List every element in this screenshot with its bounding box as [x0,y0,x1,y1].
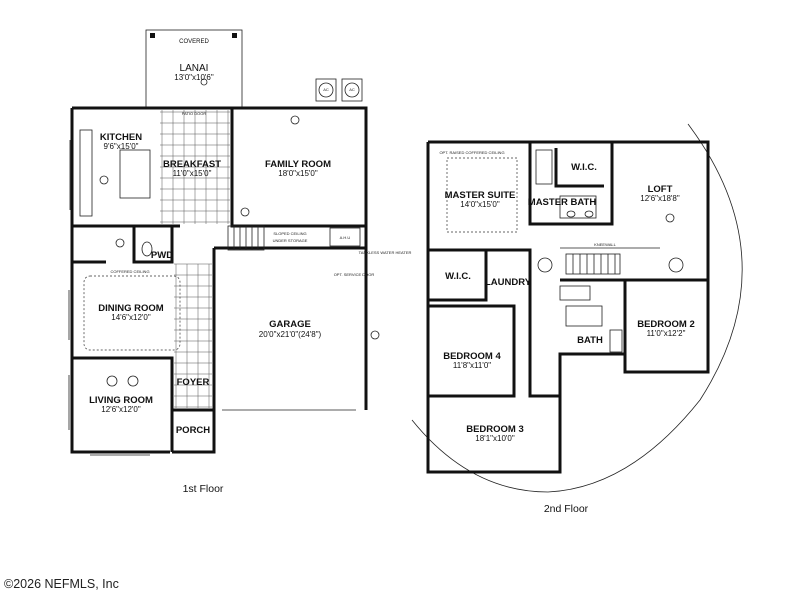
family-light-icon [290,115,300,125]
ac-unit-2-label: AC [349,87,355,92]
family-room-dims: 18'0"x15'0" [278,169,318,178]
master-wic-wall [554,148,604,188]
hall-wall [528,300,560,398]
kitchen-label: KITCHEN [100,132,142,143]
ac-unit-1-label: AC [323,87,329,92]
exterior-wall-left [70,108,170,454]
loft-fan-icon [537,257,553,273]
wic-label: W.I.C. [445,271,471,282]
kitchen-island [119,149,151,199]
laundry-label: LAUNDRY [485,277,532,288]
master-bath-label: MASTER BATH [528,197,597,208]
living-room-dims: 12'6"x12'0" [101,405,141,414]
lanai-label-line2: LANAI [180,63,209,74]
bedroom4-label: BEDROOM 4 [443,351,501,362]
pwd-light-icon [115,238,125,248]
ahu-label: A.H.U [340,235,351,240]
sloped-ceiling-note: SLOPED CEILING [273,231,306,236]
ac-fan-icon [318,82,334,98]
first-floor-caption: 1st Floor [183,483,224,495]
lanai-post-left [150,33,155,38]
exterior-wall-rear [72,106,368,248]
lanai-dims: 13'0"x10'6" [174,73,214,82]
garage-light-icon [370,330,380,340]
dining-room-dims: 14'6"x12'0" [111,313,151,322]
windows-left [68,140,150,456]
kitchen-counter [79,129,93,217]
master-suite-dims: 14'0"x15'0" [460,200,500,209]
coffered-ceiling-note: COFFERED CEILING [110,269,149,274]
family-fan-icon [240,207,250,217]
tankless-note: TANKLESS WATER HEATER [359,250,412,255]
wic-walls [428,248,488,302]
lanai-post-right [232,33,237,38]
garage-label: GARAGE [269,319,311,330]
bedroom3-label: BEDROOM 3 [466,424,524,435]
tile-floor-grid [160,110,230,408]
living-light-icon [127,375,139,387]
stairs-second-floor [565,253,621,275]
loft-label: LOFT [648,184,673,195]
bedroom2-dims: 11'0"x12'2" [647,329,686,338]
sink-icon [566,210,576,218]
garage-wall [214,246,368,410]
second-floor-arc [411,123,743,493]
garage-dims: 20'0"x21'0"(24'8") [259,330,322,339]
bath-vanity [565,305,603,327]
bedroom2-wall [623,280,710,374]
ac-fan-icon [344,82,360,98]
ac-unit-2 [341,78,363,102]
toilet-icon [141,241,153,257]
second-floor-caption: 2nd Floor [544,503,589,515]
foyer-label: FOYER [177,377,210,388]
coffered-ceiling-outline [83,275,181,351]
lanai-light-icon [200,78,208,86]
first-floor-plan: COVERED LANAI 13'0"x10'6" PATIO DOOR AC … [68,29,412,495]
second-floor-plan: OPT. RAISED COFFERED CEILING MASTER SUIT… [411,123,743,515]
shower-icon [535,149,553,185]
master-wic-label: W.I.C. [571,162,597,173]
lanai-label-line1: COVERED [179,39,209,45]
bedroom4-dims: 11'8"x11'0" [453,361,491,370]
pwd-label: PWD [151,250,173,261]
master-vanity [559,195,597,219]
ahu-unit [329,227,361,247]
breakfast-dims: 11'0"x15'0" [173,169,212,178]
copyright-watermark: ©2026 NEFMLS, Inc [4,577,119,591]
loft-light-icon [665,213,675,223]
family-room-label: FAMILY ROOM [265,159,331,170]
living-room-label: LIVING ROOM [89,395,153,406]
hall-linen [559,285,591,301]
dining-room-label: DINING ROOM [98,303,164,314]
ac-unit-1 [315,78,337,102]
bedroom3-dims: 18'1"x10'0" [475,434,515,443]
kneewall-note: KNEEWALL [594,242,616,247]
patio-door-note: PATIO DOOR [182,111,207,116]
master-suite-label: MASTER SUITE [445,190,516,201]
loft-dims: 12'6"x18'8" [640,194,680,203]
bedroom2-fan-icon [668,257,684,273]
living-room-wall [72,356,174,452]
porch-wall [172,410,216,454]
exterior-wall-top [428,140,710,280]
stairs-first-floor [227,225,265,251]
master-bath-wall [528,142,614,226]
bath-label: BATH [577,335,603,346]
service-door-note: OPT. SERVICE DOOR [334,272,375,277]
powder-room-walls [132,226,174,264]
bedroom2-label: BEDROOM 2 [637,319,695,330]
raised-ceiling-note: OPT. RAISED COFFERED CEILING [439,150,504,155]
tub-icon [609,329,623,353]
breakfast-label: BREAKFAST [163,159,221,170]
kitchen-dims: 9'6"x15'0" [104,142,139,151]
under-storage-note: UNDER STORAGE [273,238,308,243]
bedroom4-walls [428,304,516,398]
porch-label: PORCH [176,425,210,436]
bath-walls [558,278,627,370]
sink-icon [584,210,594,218]
kitchen-light-icon [99,175,109,185]
living-light-icon [106,375,118,387]
laundry-walls [486,248,532,300]
